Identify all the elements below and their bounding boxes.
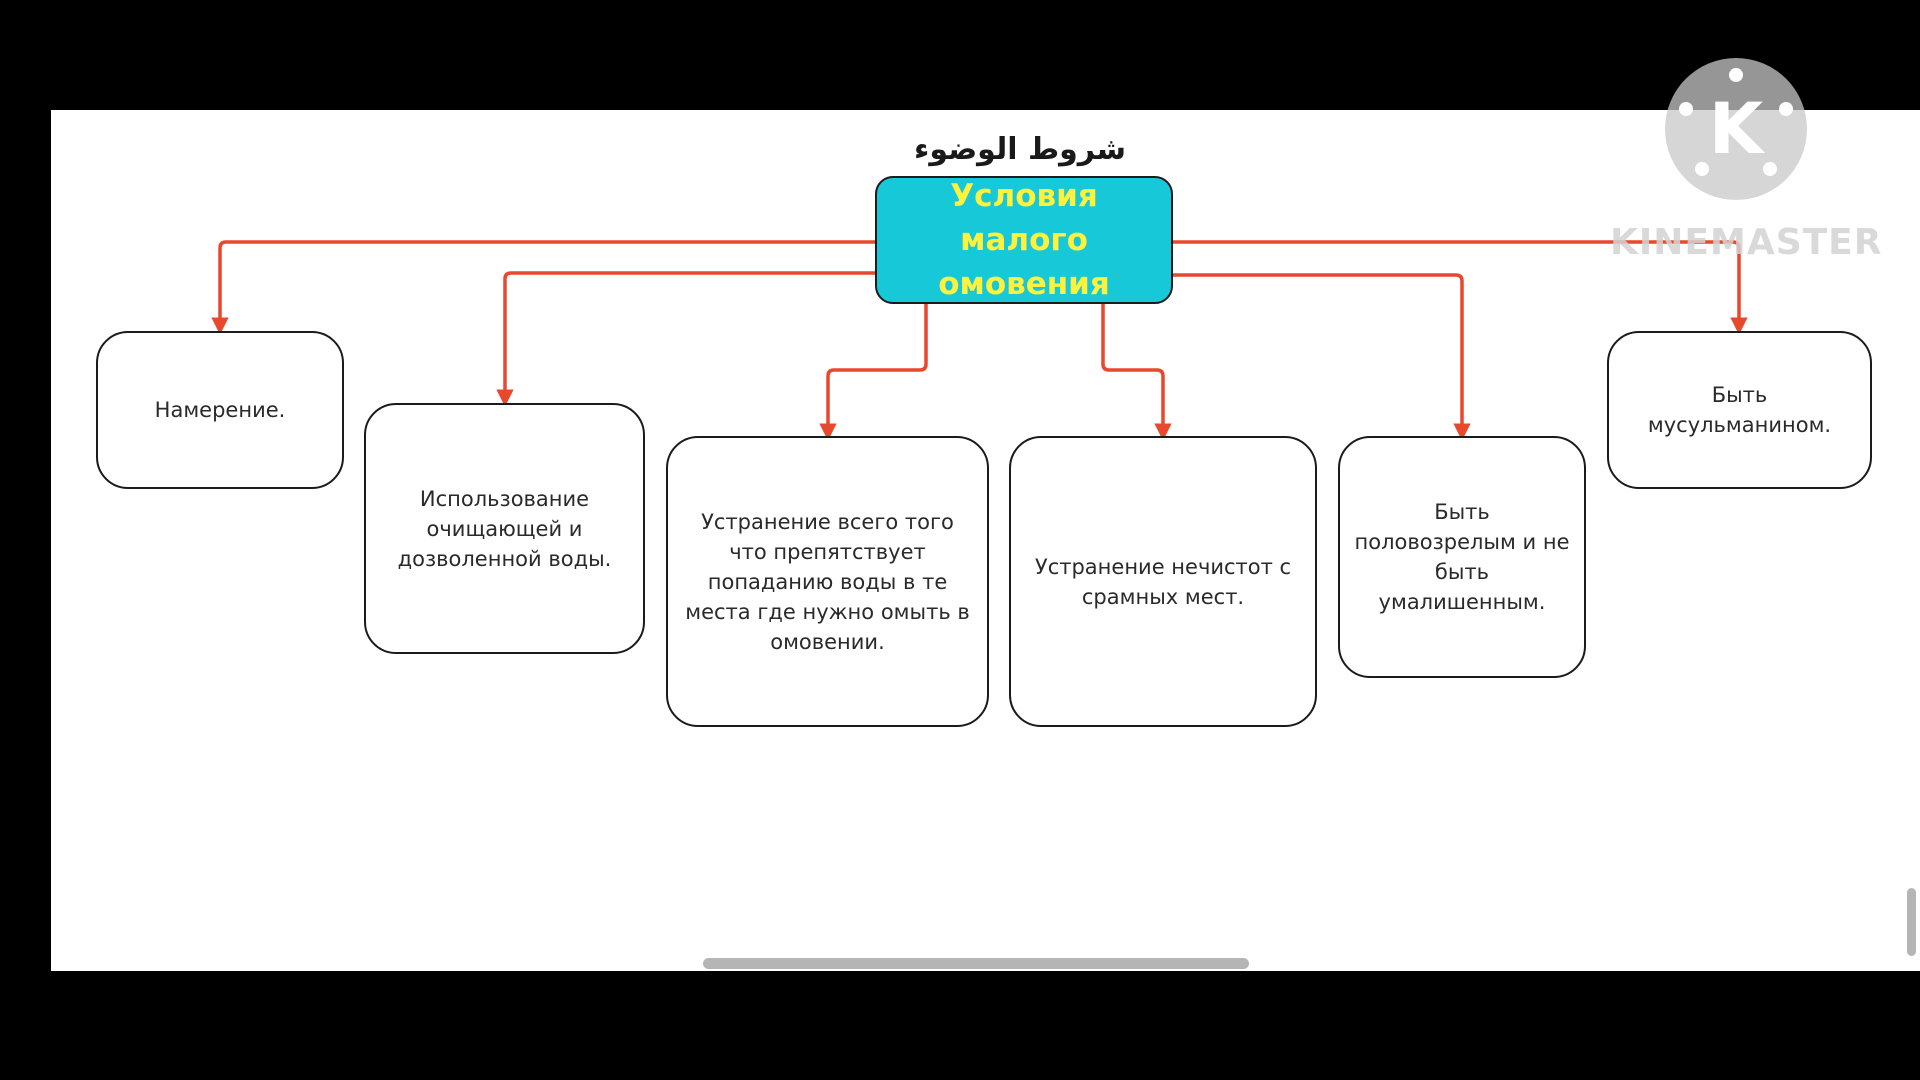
condition-remove-barriers: Устранение всего того что препятствует п… — [666, 436, 989, 727]
kinemaster-logo-icon: K — [1665, 58, 1807, 200]
condition-pure-water: Использование очищающей и дозволенной во… — [364, 403, 645, 654]
connector-6 — [1171, 240, 1748, 335]
central-node: Условия малого омовения — [875, 176, 1173, 304]
vertical-scrollbar[interactable] — [1907, 888, 1916, 956]
condition-mature-sane: Быть половозрелым и не быть умалишенным. — [1338, 436, 1586, 678]
connector-5 — [1171, 273, 1471, 441]
kinemaster-watermark: K KINEMASTER — [1610, 54, 1883, 269]
connector-3 — [819, 302, 928, 441]
condition-remove-impurities: Устранение нечистот с срамных мест. — [1009, 436, 1317, 727]
horizontal-scrollbar[interactable] — [703, 958, 1249, 969]
condition-muslim: Быть мусульманином. — [1607, 331, 1872, 489]
connector-2 — [496, 271, 877, 407]
connector-1 — [211, 240, 877, 335]
watermark-text: KINEMASTER — [1610, 222, 1883, 263]
connector-4 — [1101, 302, 1172, 441]
condition-intention: Намерение. — [96, 331, 344, 489]
arabic-title: شروط الوضوء — [914, 132, 1126, 167]
logo-letter: K — [1708, 88, 1764, 170]
